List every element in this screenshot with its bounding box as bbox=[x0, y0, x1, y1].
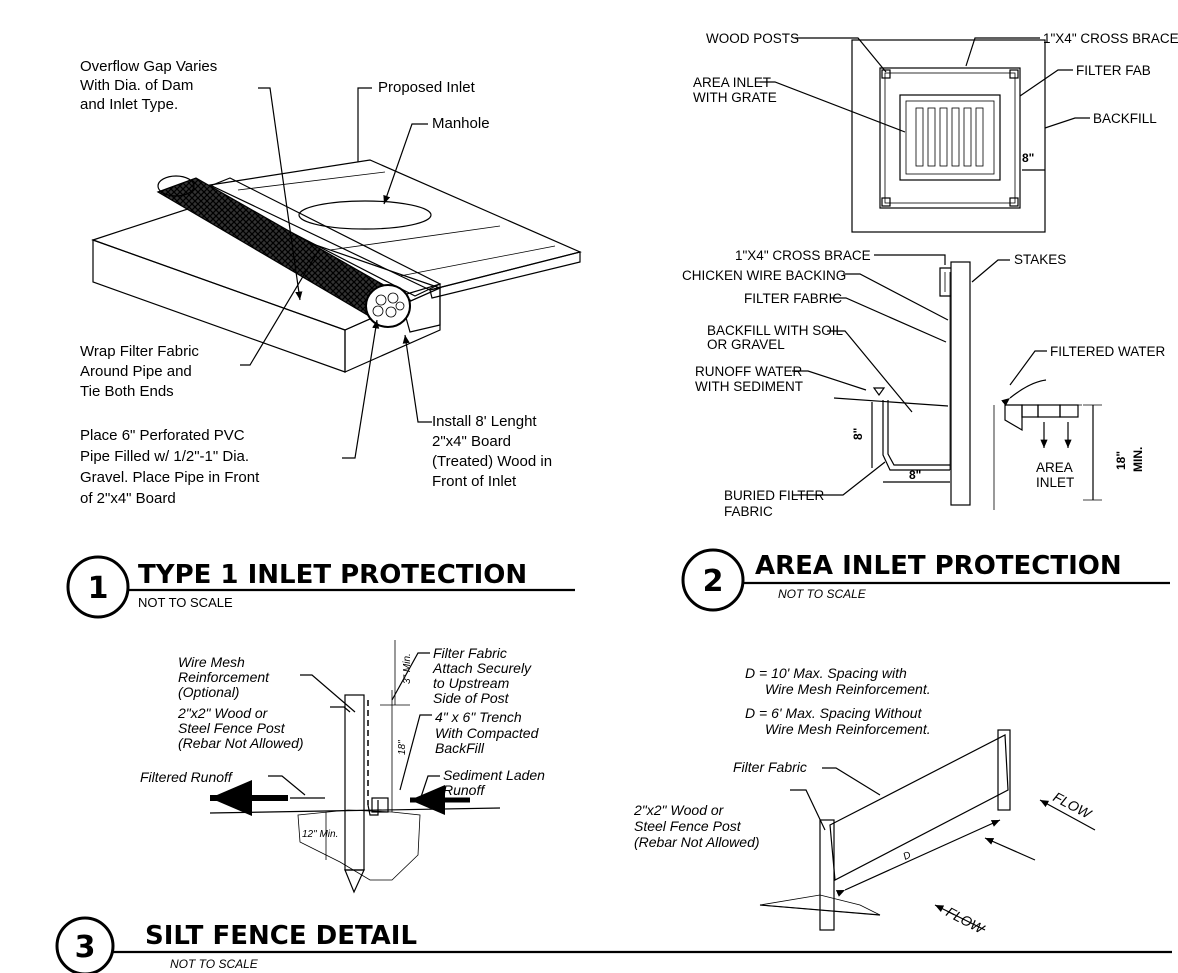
overflow-gap-label-3: and Inlet Type. bbox=[80, 96, 178, 113]
post-label-1: 2"x2" Wood or bbox=[177, 705, 269, 721]
backfill-soil-label-1: BACKFILL WITH SOIL bbox=[707, 323, 844, 338]
wire-mesh-label-2: Reinforcement bbox=[178, 669, 270, 685]
sediment-label-2: Runoff bbox=[443, 782, 486, 798]
trench-label-1: 4" x 6" Trench bbox=[435, 709, 522, 725]
grate-bars bbox=[915, 107, 984, 167]
fence-post-left bbox=[819, 819, 835, 931]
dim-3in-min: 3" Min. bbox=[402, 653, 413, 684]
detail-3-number: 3 bbox=[75, 930, 96, 965]
area-inlet-grate-label-2: WITH GRATE bbox=[693, 90, 777, 105]
dim-12in-min: 12" Min. bbox=[302, 829, 338, 840]
detail-2-number: 2 bbox=[703, 564, 724, 599]
filter-attach-label-1: Filter Fabric bbox=[433, 645, 507, 661]
spacing-label-2a: D = 6' Max. Spacing Without bbox=[745, 705, 923, 721]
detail-3-silt-fence: 3" Min. 18" 12" Min. Wire Mesh Reinforce… bbox=[55, 640, 1172, 973]
detail-3-scale: NOT TO SCALE bbox=[170, 957, 259, 971]
backfill-plan bbox=[851, 39, 1046, 233]
inlet-deck-edge bbox=[429, 251, 581, 299]
wire-mesh-label-1: Wire Mesh bbox=[178, 654, 245, 670]
filtered-runoff-label: Filtered Runoff bbox=[140, 769, 234, 785]
overflow-gap-label-1: Overflow Gap Varies bbox=[80, 58, 217, 75]
spacing-label-1b: Wire Mesh Reinforcement. bbox=[765, 681, 931, 697]
filter-attach-label-3: to Upstream bbox=[433, 675, 510, 691]
filter-fabric-right-label: Filter Fabric bbox=[733, 759, 807, 775]
detail-2-title: AREA INLET PROTECTION bbox=[755, 551, 1122, 581]
fence-post bbox=[344, 694, 365, 871]
filtered-water-label: FILTERED WATER bbox=[1050, 344, 1166, 359]
wire-mesh-label-3: (Optional) bbox=[178, 684, 239, 700]
stakes-label: STAKES bbox=[1014, 252, 1066, 267]
detail-1-type1-inlet-protection: Overflow Gap Varies With Dia. of Dam and… bbox=[66, 58, 582, 619]
post-label-3: (Rebar Not Allowed) bbox=[178, 735, 304, 751]
runoff-label-1: RUNOFF WATER bbox=[695, 364, 802, 379]
detail-1-number: 1 bbox=[88, 571, 109, 606]
place-pipe-label-4: of 2"x4" Board bbox=[80, 490, 176, 507]
filter-fabric-section-label: FILTER FABRIC bbox=[744, 291, 842, 306]
post-right-label-1: 2"x2" Wood or bbox=[633, 802, 725, 818]
post-right-label-2: Steel Fence Post bbox=[634, 818, 742, 834]
backfill-label: BACKFILL bbox=[1093, 111, 1157, 126]
pipe-end bbox=[365, 284, 411, 328]
area-inlet-label-1: AREA bbox=[1036, 460, 1073, 475]
stake bbox=[950, 261, 971, 506]
cross-brace-section-label: 1"X4" CROSS BRACE bbox=[735, 248, 871, 263]
install-board-label-4: Front of Inlet bbox=[432, 473, 517, 490]
flow-label-2: FLOW bbox=[944, 904, 989, 938]
cross-brace-top-label: 1"X4" CROSS BRACE bbox=[1043, 31, 1178, 46]
sediment-label-1: Sediment Laden bbox=[443, 767, 545, 783]
trench-label-3: BackFill bbox=[435, 740, 485, 756]
chicken-wire-label: CHICKEN WIRE BACKING bbox=[682, 268, 846, 283]
place-pipe-label-1: Place 6" Perforated PVC bbox=[80, 427, 245, 444]
runoff-label-2: WITH SEDIMENT bbox=[695, 379, 803, 394]
plan-8in-dim: 8" bbox=[1022, 151, 1034, 165]
fence-filter-fabric bbox=[829, 734, 1009, 881]
section-18in-dim: 18" bbox=[1114, 451, 1128, 470]
install-board-label-3: (Treated) Wood in bbox=[432, 453, 552, 470]
detail-1-scale: NOT TO SCALE bbox=[138, 595, 233, 610]
section-min-label: MIN. bbox=[1131, 447, 1145, 472]
fence-post-right bbox=[997, 729, 1011, 811]
detail-2-area-inlet-protection: 8" WOOD POSTS 1"X4" CROSS BRACE AREA INL… bbox=[681, 31, 1178, 612]
wrap-fabric-label-2: Around Pipe and bbox=[80, 363, 192, 380]
grate-outer bbox=[899, 94, 1001, 181]
area-inlet-label-2: INLET bbox=[1036, 475, 1074, 490]
manhole-label: Manhole bbox=[432, 115, 490, 132]
spacing-label-1a: D = 10' Max. Spacing with bbox=[745, 665, 907, 681]
wrap-fabric-label-1: Wrap Filter Fabric bbox=[80, 343, 199, 360]
d-spacing-label: D bbox=[902, 850, 913, 863]
detail-1-title: TYPE 1 INLET PROTECTION bbox=[138, 560, 527, 590]
proposed-inlet-label: Proposed Inlet bbox=[378, 79, 476, 96]
area-inlet-grate-label-1: AREA INLET bbox=[693, 75, 771, 90]
dim-18in: 18" bbox=[397, 740, 408, 755]
overflow-gap-label-2: With Dia. of Dam bbox=[80, 77, 193, 94]
install-board-label-2: 2"x4" Board bbox=[432, 433, 511, 450]
post-frame bbox=[879, 67, 1021, 209]
spacing-label-2b: Wire Mesh Reinforcement. bbox=[765, 721, 931, 737]
detail-2-scale: NOT TO SCALE bbox=[778, 587, 867, 601]
board-2x4-end bbox=[399, 283, 441, 333]
wrap-fabric-label-3: Tie Both Ends bbox=[80, 383, 174, 400]
section-8in-horizontal-dim: 8" bbox=[909, 468, 921, 482]
place-pipe-label-3: Gravel. Place Pipe in Front bbox=[80, 469, 260, 486]
soil-section bbox=[297, 809, 421, 881]
post-right-label-3: (Rebar Not Allowed) bbox=[634, 834, 760, 850]
manhole-opening bbox=[298, 200, 432, 230]
trench-label-2: With Compacted bbox=[435, 725, 540, 741]
filter-attach-label-4: Side of Post bbox=[433, 690, 510, 706]
buried-filter-fabric bbox=[882, 400, 950, 471]
post-label-2: Steel Fence Post bbox=[178, 720, 286, 736]
install-board-label-1: Install 8' Lenght bbox=[432, 413, 537, 430]
section-8in-vertical-dim: 8" bbox=[851, 428, 865, 440]
wood-posts-label: WOOD POSTS bbox=[706, 31, 799, 46]
detail-3-title: SILT FENCE DETAIL bbox=[145, 921, 417, 951]
filter-fabric-top-label: FILTER FAB bbox=[1076, 63, 1151, 78]
buried-fabric-label-2: FABRIC bbox=[724, 504, 773, 519]
filter-attach-label-2: Attach Securely bbox=[432, 660, 532, 676]
buried-fabric-label-1: BURIED FILTER bbox=[724, 488, 825, 503]
backfill-soil-label-2: OR GRAVEL bbox=[707, 337, 785, 352]
place-pipe-label-2: Pipe Filled w/ 1/2"-1" Dia. bbox=[80, 448, 249, 465]
